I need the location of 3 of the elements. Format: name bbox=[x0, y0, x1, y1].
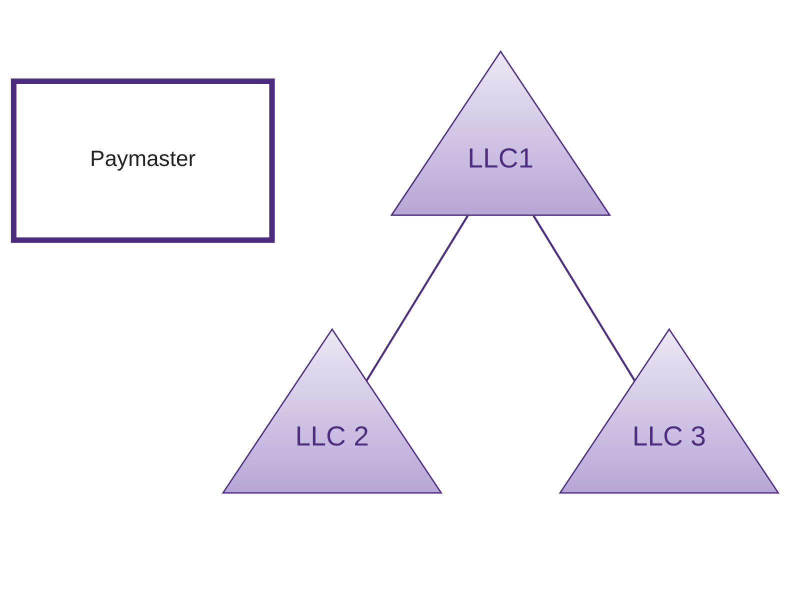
connector bbox=[366, 214, 469, 381]
connector bbox=[532, 214, 636, 381]
node-box: Paymaster bbox=[10, 78, 275, 242]
